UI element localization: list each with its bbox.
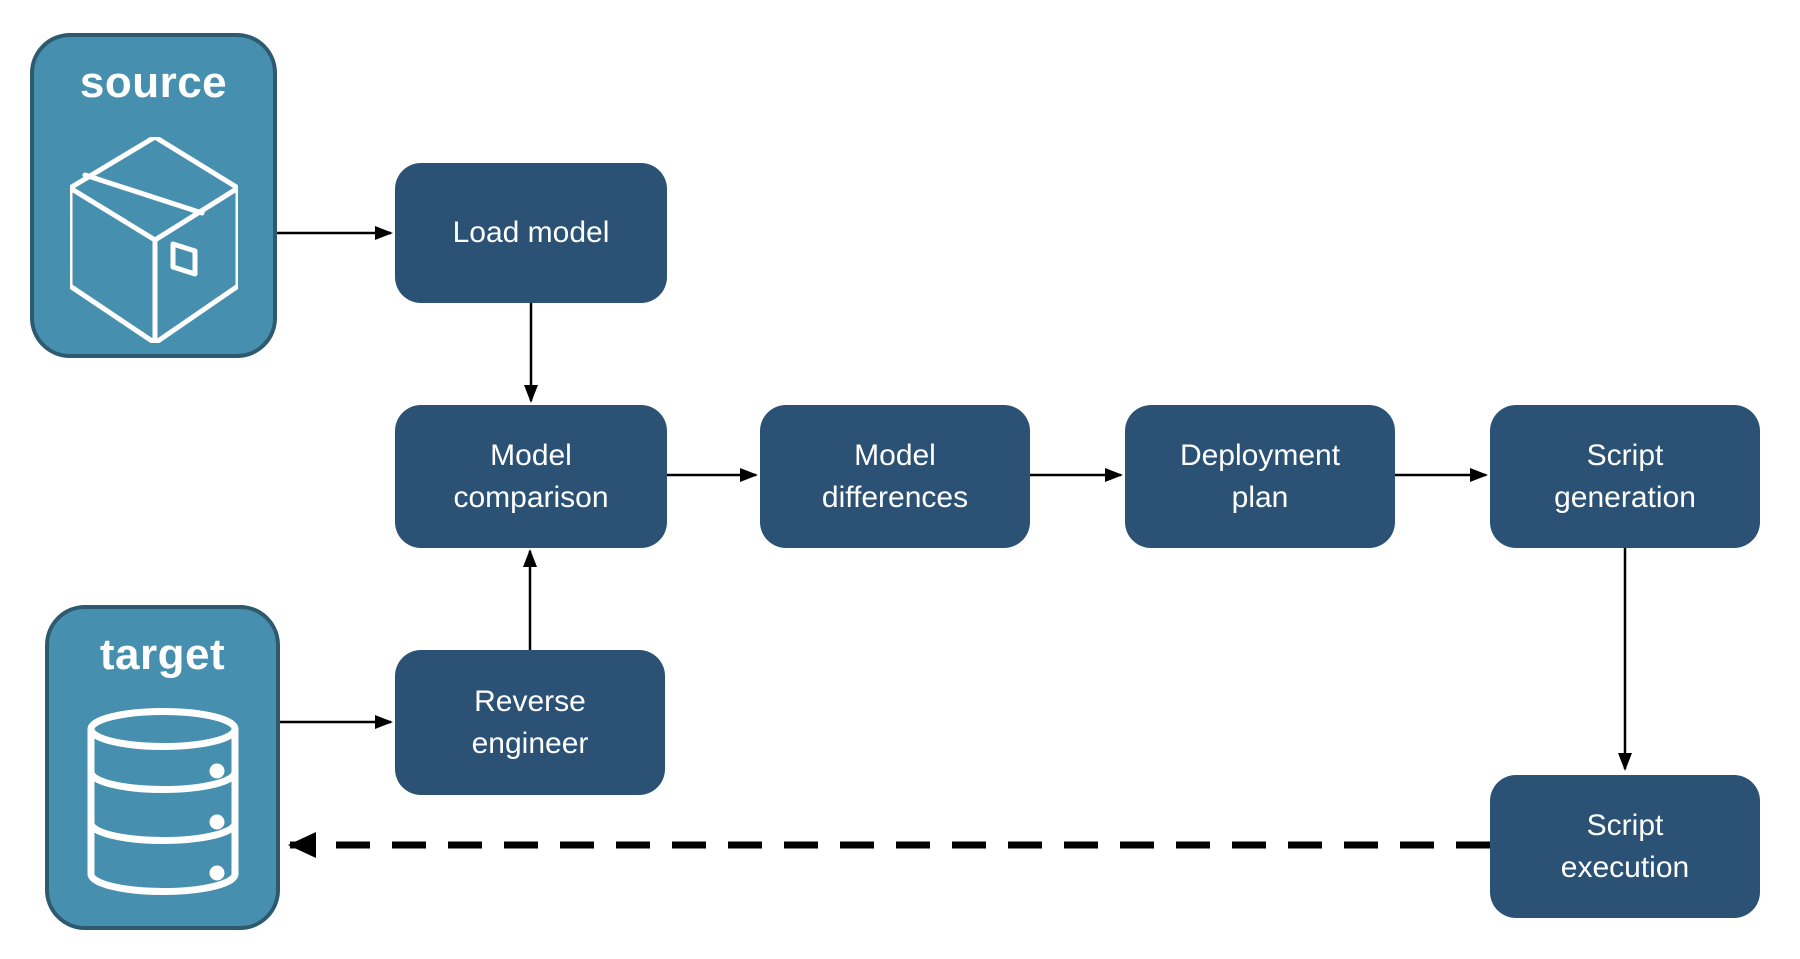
process-model-differences-label: Model differences xyxy=(821,438,969,514)
process-model-differences: Model differences xyxy=(760,405,1030,548)
process-script-generation-label: Script generation xyxy=(1554,438,1696,514)
package-icon xyxy=(69,137,238,343)
process-load-model-label: Load model xyxy=(452,216,610,249)
entity-source-label: source xyxy=(79,58,228,107)
entity-target: target xyxy=(45,605,280,930)
process-model-comparison: Model comparison xyxy=(395,405,667,548)
process-reverse-engineer: Reverse engineer xyxy=(395,650,665,795)
process-script-execution-label: Script execution xyxy=(1560,808,1690,884)
entity-target-label: target xyxy=(99,630,226,679)
process-load-model: Load model xyxy=(395,163,667,303)
process-deployment-plan: Deployment plan xyxy=(1125,405,1395,548)
process-model-comparison-label: Model comparison xyxy=(453,438,609,514)
entity-source: source xyxy=(30,33,277,358)
database-icon xyxy=(87,708,238,895)
process-script-generation: Script generation xyxy=(1490,405,1760,548)
process-deployment-plan-label: Deployment plan xyxy=(1179,438,1341,514)
process-script-execution: Script execution xyxy=(1490,775,1760,918)
process-reverse-engineer-label: Reverse engineer xyxy=(471,684,589,760)
